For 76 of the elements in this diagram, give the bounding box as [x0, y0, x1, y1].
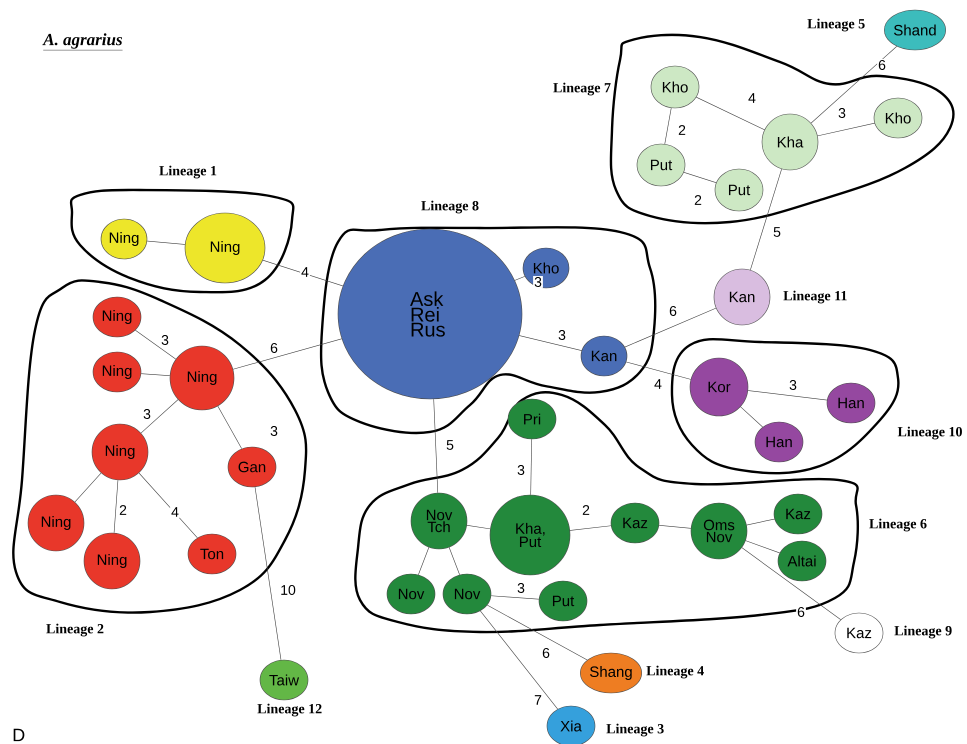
connector-line — [140, 373, 170, 376]
edge-label: 5 — [772, 226, 782, 238]
edge-label: 6 — [877, 59, 887, 71]
edge-label: 4 — [170, 506, 180, 518]
edge-label: 3 — [142, 408, 152, 420]
connector-line — [810, 46, 898, 124]
edge-label: 3 — [533, 276, 543, 288]
lineage-label: Lineage 4 — [646, 666, 704, 678]
connector-line — [466, 525, 490, 530]
lineage-label: Lineage 12 — [257, 704, 322, 716]
connector-line — [746, 518, 775, 526]
connector-line — [480, 610, 558, 710]
connector-line — [418, 547, 430, 575]
connector-line — [433, 398, 438, 494]
edge-label: 2 — [581, 504, 591, 516]
connector-line — [487, 604, 588, 660]
edge-label: 3 — [516, 582, 526, 594]
connector-line — [490, 595, 540, 600]
connector-line — [745, 540, 780, 554]
edge-label: 2 — [118, 504, 128, 516]
edge-label: 5 — [445, 439, 455, 451]
edge-label: 3 — [557, 329, 567, 341]
edge-label: 4 — [300, 266, 310, 278]
connector-line — [626, 362, 692, 380]
lineage-label: Lineage 3 — [606, 724, 664, 736]
connector-line — [740, 406, 763, 428]
connector-line — [135, 330, 176, 360]
edge-label: 4 — [747, 92, 757, 104]
node-label: Lineage 7 — [553, 82, 611, 96]
connector-line — [570, 525, 612, 531]
panel-letter: D — [14, 728, 24, 742]
connector-line — [817, 122, 875, 136]
connector-line — [750, 168, 782, 270]
node-label: Lineage 1 — [159, 166, 216, 178]
edge-label: 6 — [796, 606, 806, 618]
edge-label: 6 — [541, 647, 551, 659]
connector-line — [218, 406, 242, 449]
connector-line — [114, 480, 118, 534]
edge-label: 10 — [279, 584, 297, 596]
edge-label: 6 — [269, 342, 279, 354]
lineage-label: Lineage 11 — [783, 290, 847, 304]
connector-line — [514, 276, 526, 281]
connector-line — [138, 472, 198, 538]
edge-label: 3 — [516, 464, 526, 476]
edge-label: 3 — [160, 334, 170, 346]
connector-line — [658, 525, 692, 529]
connector-line — [684, 172, 716, 183]
connector-line — [232, 338, 342, 370]
connector-line — [624, 308, 716, 348]
connector-line — [664, 108, 672, 144]
connector-line — [254, 486, 282, 660]
edge-label: 7 — [533, 694, 543, 706]
edge-label: 3 — [269, 425, 279, 437]
connector-line — [742, 547, 841, 620]
connector-line — [262, 260, 344, 286]
connector-line — [530, 439, 532, 495]
lineage-label: Lineage 9 — [894, 626, 952, 638]
node-label: Lineage 8 — [421, 200, 479, 214]
connector-line — [519, 335, 582, 351]
connector-line — [748, 390, 828, 400]
title: A. agrarius — [42, 33, 123, 50]
lineage-label: Lineage 5 — [807, 18, 865, 32]
connector-line — [140, 399, 178, 434]
node-label: Lineage 2 — [46, 624, 104, 636]
edge-label: 3 — [837, 107, 847, 119]
connector-line — [448, 547, 460, 575]
node-label: Lineage 6 — [869, 518, 927, 532]
connector-line — [696, 96, 765, 130]
connector-line — [74, 472, 102, 502]
edge-label: 3 — [788, 379, 798, 391]
edge-label: 4 — [653, 378, 663, 390]
connector-line — [146, 240, 186, 245]
edge-label: 2 — [693, 194, 703, 206]
edge-label: 6 — [668, 305, 678, 317]
edge-label: 2 — [677, 124, 687, 136]
node-label: Lineage 10 — [898, 426, 962, 440]
